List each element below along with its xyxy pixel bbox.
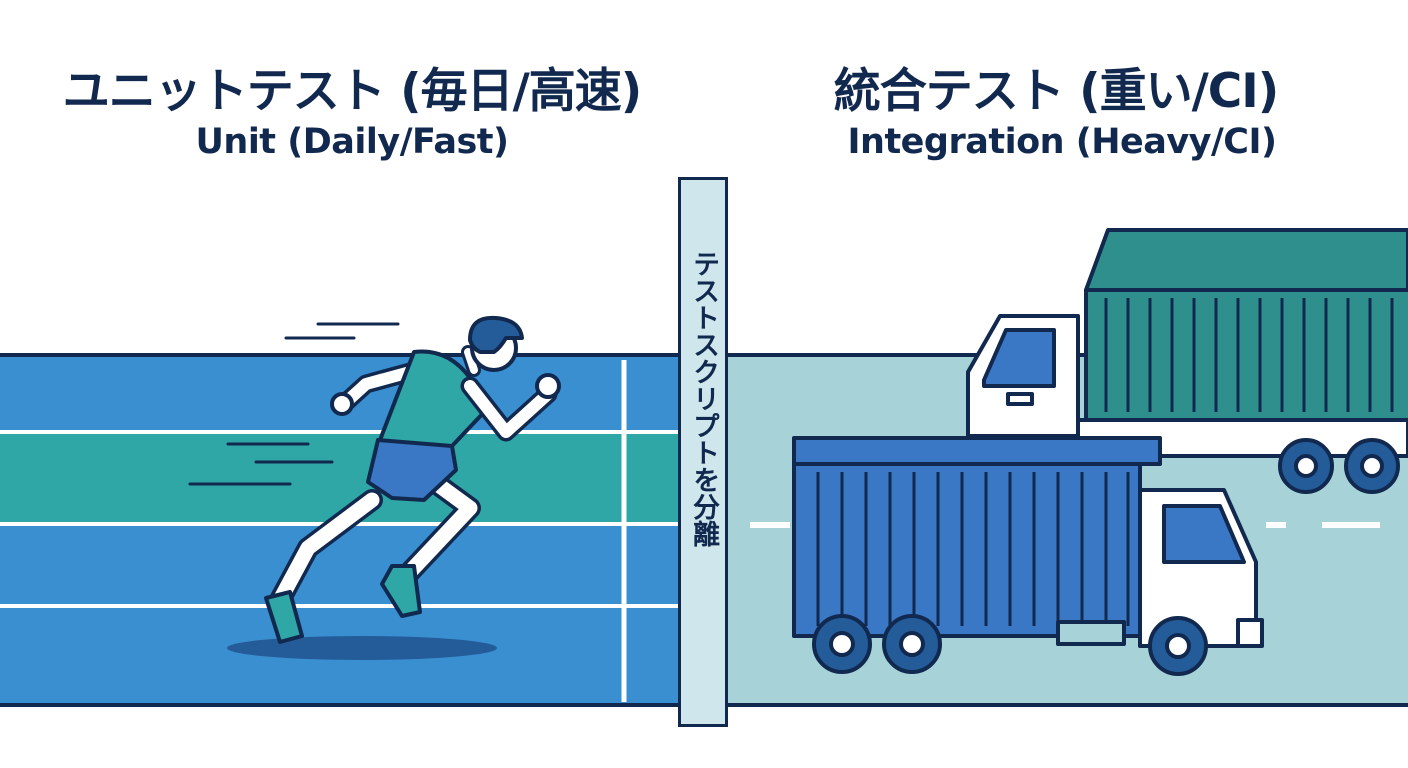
separator-label: テストスクリプトを分離 — [688, 250, 719, 547]
right-title-en: Integration (Heavy/CI) — [847, 122, 1277, 162]
speed-lines — [188, 322, 400, 486]
right-title-jp: 統合テスト (重い/CI) — [833, 64, 1279, 119]
container-truck-icon — [966, 228, 1408, 494]
left-title-jp: ユニットテスト (毎日/高速) — [62, 64, 642, 119]
runner-icon — [227, 315, 561, 660]
separator-bar: テストスクリプトを分離 — [678, 177, 728, 727]
left-title-en: Unit (Daily/Fast) — [195, 122, 509, 162]
container-truck-icon — [792, 436, 1264, 676]
